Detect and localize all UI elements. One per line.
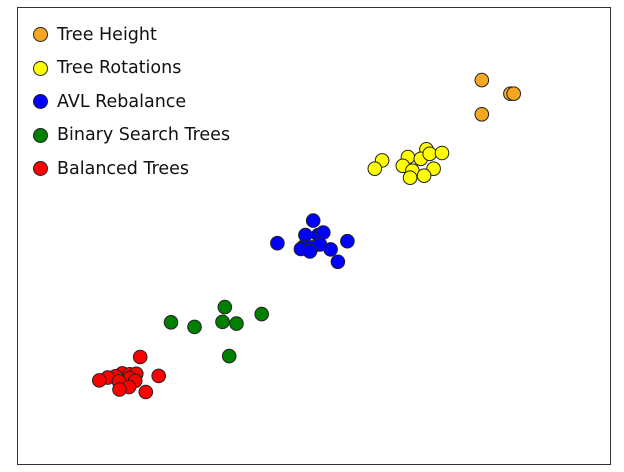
- point-tree-rotations-11: [416, 168, 432, 183]
- point-tree-height-2: [506, 86, 522, 101]
- legend-marker-balanced-trees: [33, 161, 48, 177]
- point-tree-height-3: [474, 107, 490, 122]
- point-avl-rebalance-3: [316, 225, 331, 240]
- series-tree-rotations: [367, 142, 450, 185]
- legend-marker-binary-search-trees: [33, 127, 48, 143]
- point-tree-rotations-3: [422, 146, 438, 162]
- point-binary-search-trees-4: [229, 316, 244, 331]
- legend-marker-avl-rebalance: [33, 94, 48, 110]
- legend-item-tree-rotations: Tree Rotations: [33, 52, 230, 86]
- point-binary-search-trees-1: [254, 306, 270, 322]
- point-balanced-trees-5: [151, 368, 166, 384]
- point-avl-rebalance-0: [305, 213, 321, 228]
- point-avl-rebalance-9: [323, 242, 338, 257]
- point-tree-height-0: [474, 72, 490, 88]
- point-balanced-trees-12: [112, 382, 127, 397]
- legend: Tree Height Tree Rotations AVL Rebalance…: [33, 18, 230, 186]
- series-binary-search-trees: [163, 299, 270, 364]
- point-avl-rebalance-4: [340, 233, 355, 249]
- legend-item-balanced-trees: Balanced Trees: [33, 152, 230, 186]
- point-binary-search-trees-3: [215, 314, 230, 330]
- legend-label-binary-search-trees: Binary Search Trees: [57, 125, 231, 146]
- point-balanced-trees-0: [132, 349, 148, 365]
- point-binary-search-trees-2: [163, 315, 179, 330]
- point-balanced-trees-8: [92, 373, 107, 388]
- point-avl-rebalance-5: [270, 235, 285, 251]
- point-tree-rotations-7: [367, 161, 383, 176]
- legend-item-tree-height: Tree Height: [33, 18, 230, 52]
- legend-label-tree-height: Tree Height: [57, 24, 157, 45]
- point-binary-search-trees-5: [187, 319, 202, 335]
- point-binary-search-trees-6: [221, 348, 237, 364]
- point-binary-search-trees-0: [217, 299, 233, 315]
- legend-label-balanced-trees: Balanced Trees: [57, 158, 190, 179]
- point-tree-rotations-4: [434, 145, 450, 161]
- legend-marker-tree-height: [33, 27, 48, 43]
- point-avl-rebalance-11: [302, 244, 318, 259]
- point-tree-rotations-10: [402, 170, 418, 185]
- point-balanced-trees-13: [138, 384, 154, 400]
- point-avl-rebalance-12: [330, 254, 346, 270]
- legend-marker-tree-rotations: [33, 60, 48, 76]
- series-avl-rebalance: [270, 213, 355, 270]
- legend-item-binary-search-trees: Binary Search Trees: [33, 119, 230, 153]
- series-tree-height: [474, 72, 522, 122]
- series-balanced-trees: [92, 349, 166, 400]
- legend-label-tree-rotations: Tree Rotations: [57, 58, 182, 79]
- legend-item-avl-rebalance: AVL Rebalance: [33, 85, 230, 119]
- legend-label-avl-rebalance: AVL Rebalance: [57, 91, 187, 112]
